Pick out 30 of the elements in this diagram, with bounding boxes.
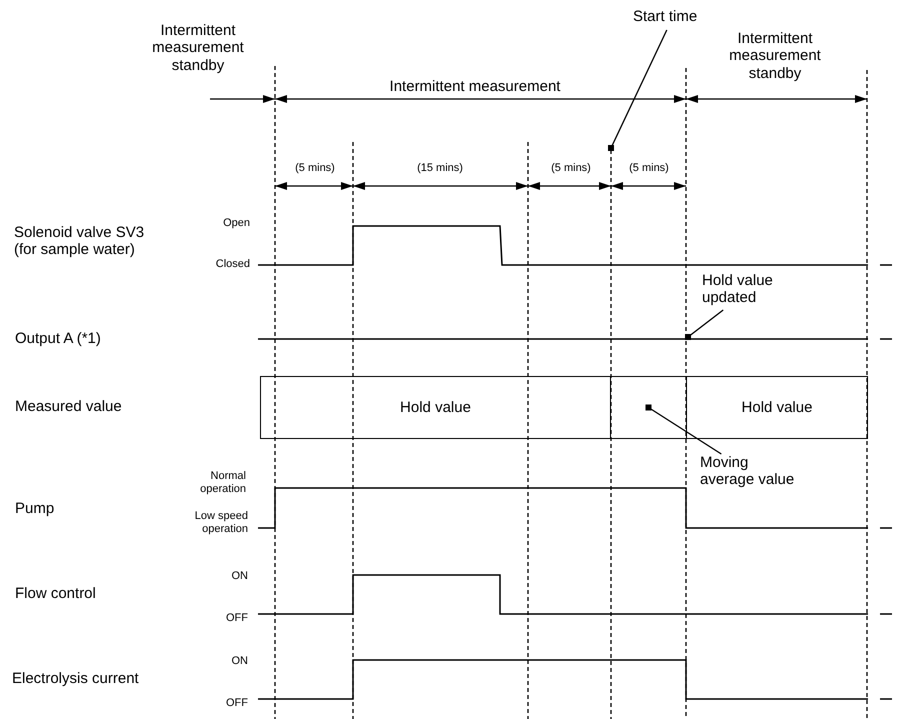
callout-text: Start time (633, 8, 711, 30)
state-label: Closed (214, 258, 250, 271)
value-box: Hold value (260, 376, 611, 439)
callout-text: Moving average value (700, 454, 802, 492)
state-label: ON (230, 570, 248, 583)
phase-label: Intermittent measurement standby (728, 30, 822, 82)
value-box (610, 376, 687, 439)
state-label: ON (230, 655, 248, 668)
duration-label: (5 mins) (628, 162, 670, 175)
signal-name: Electrolysis current (12, 670, 140, 688)
state-label: Open (222, 217, 250, 230)
state-label: OFF (225, 697, 248, 710)
duration-label: (5 mins) (294, 162, 336, 175)
state-label: Low speed operation (194, 510, 248, 536)
phase-label: Intermittent measurement standby (151, 22, 245, 74)
state-label: OFF (225, 612, 248, 625)
callout-text: Hold value updated (702, 272, 794, 310)
signal-name: Output A (*1) (15, 330, 102, 348)
value-box: Hold value (686, 376, 868, 439)
leader-line (646, 404, 722, 455)
leader-line (608, 30, 668, 151)
duration-label: (5 mins) (550, 162, 592, 175)
leader-line (685, 309, 724, 340)
state-label: Normal operation (199, 470, 246, 496)
signal-name: Measured value (15, 398, 123, 416)
signal-name: Pump (15, 500, 56, 518)
signal-name: Solenoid valve SV3 (for sample water) (14, 224, 146, 258)
duration-label: (15 mins) (416, 162, 464, 175)
signal-name: Flow control (15, 585, 97, 602)
phase-label: Intermittent measurement (388, 78, 562, 96)
